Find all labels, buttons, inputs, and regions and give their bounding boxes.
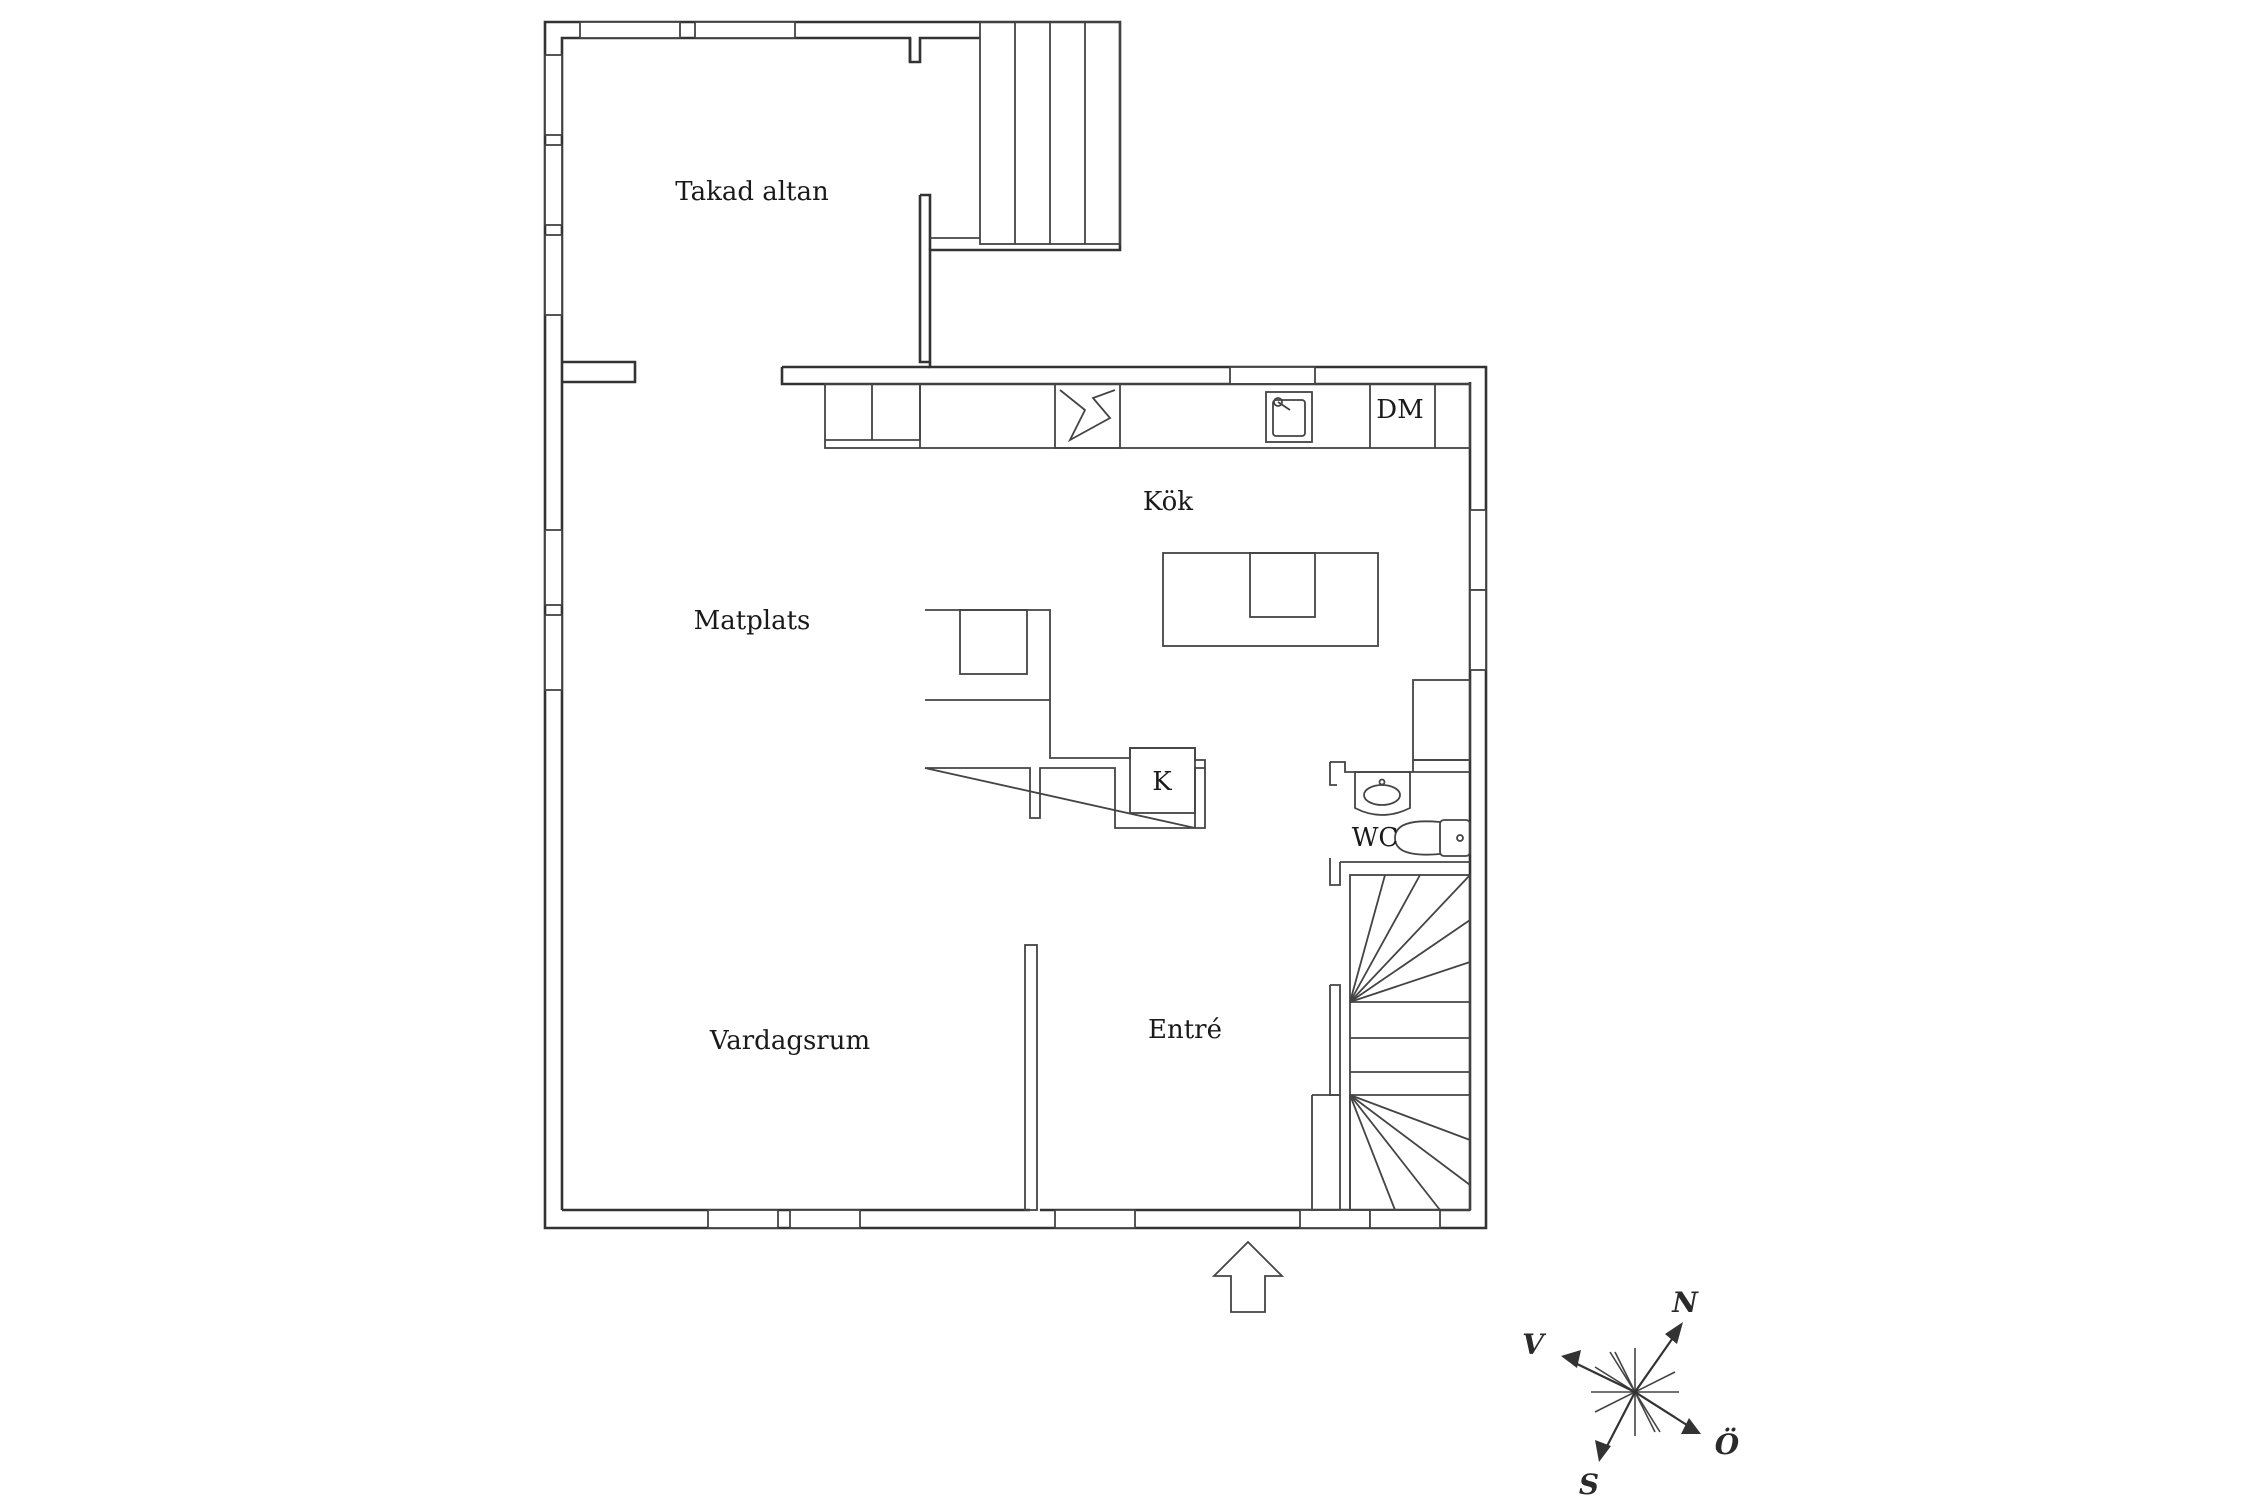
- room-label-takad-altan: Takad altan: [675, 177, 829, 207]
- room-label-kok: Kök: [1143, 487, 1193, 517]
- kitchen-island: [1162, 552, 1379, 647]
- compass-north-label: N: [1671, 1286, 1699, 1319]
- wc-label: WC: [1352, 823, 1399, 853]
- compass-north-arrowhead: [1665, 1322, 1683, 1344]
- fireplace-label: K: [1152, 767, 1172, 797]
- entrance-arrow: [1211, 1240, 1285, 1313]
- central-unit: [924, 609, 1206, 829]
- compass-rose: N Ö S V: [1522, 1286, 1740, 1500]
- room-label-matplats: Matplats: [694, 606, 811, 636]
- compass-east-label: Ö: [1715, 1427, 1740, 1461]
- dishwasher-label: DM: [1376, 395, 1423, 425]
- windows: [544, 21, 1487, 1229]
- room-label-vardagsrum: Vardagsrum: [709, 1026, 870, 1056]
- kitchen-counter: [824, 383, 1471, 449]
- toilet: [1394, 819, 1471, 857]
- compass-south-label: S: [1579, 1468, 1599, 1500]
- compass-west-label: V: [1522, 1328, 1547, 1361]
- outdoor-stairs: [930, 21, 1121, 245]
- indoor-staircase: [1311, 874, 1471, 1211]
- partition-wall: [1024, 944, 1038, 1211]
- kitchen-sink: [1265, 391, 1313, 443]
- compass-west-arrowhead: [1561, 1350, 1581, 1368]
- wc-sink: [1354, 771, 1411, 816]
- room-label-entre: Entré: [1148, 1015, 1222, 1045]
- compass-east-arrowhead: [1681, 1418, 1701, 1434]
- wc-room: [1329, 759, 1470, 886]
- compass-south-arrowhead: [1595, 1440, 1611, 1462]
- stove: [1054, 383, 1121, 449]
- fridge: [1412, 679, 1471, 761]
